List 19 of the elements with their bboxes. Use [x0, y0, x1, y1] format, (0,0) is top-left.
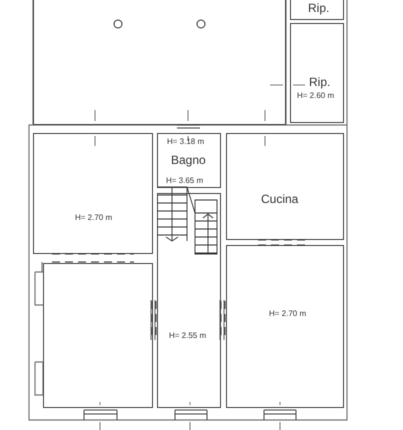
ceiling-height-label: H= 2.55 m: [169, 332, 206, 340]
room-name: Bagno: [171, 154, 206, 166]
room-outline: [43, 263, 153, 408]
room-outline: [33, 133, 153, 254]
room-outline: [290, 23, 344, 123]
room-outline: [33, 0, 286, 125]
ceiling-height-label: H= 3.18 m: [167, 138, 204, 146]
ceiling-height-label: H= 2.70 m: [269, 310, 306, 318]
ceiling-height-label: H= 3.65 m: [166, 177, 204, 185]
room-outline: [290, 0, 344, 20]
room-outline: [226, 245, 344, 408]
room-name: Rip.: [308, 2, 330, 14]
room-outline: [157, 193, 221, 408]
ceiling-height-label: H= 2.70 m: [75, 214, 112, 222]
room-name: Cucina: [261, 193, 298, 205]
ceiling-height-label: H= 2.60 m: [297, 92, 334, 100]
room-outline: [157, 133, 221, 188]
room-name: Rip.: [309, 76, 330, 88]
room-outline: [226, 133, 344, 240]
